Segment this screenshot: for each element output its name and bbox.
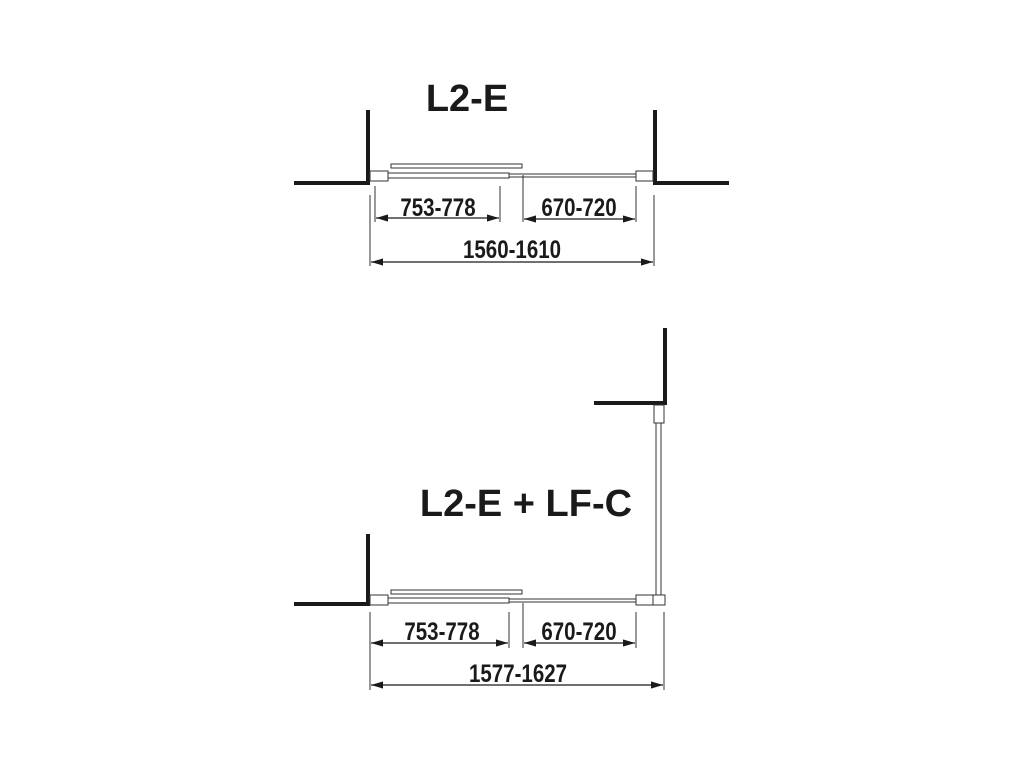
diagram-title: L2-E + LF-C bbox=[420, 483, 632, 525]
left-wall bbox=[294, 110, 370, 185]
fixed-panel bbox=[387, 172, 510, 179]
guide-rail bbox=[508, 598, 637, 603]
dimension-fixed-panel: 753-778 bbox=[404, 617, 479, 645]
dimension-fixed-panel: 753-778 bbox=[400, 193, 475, 221]
right-corner-wall bbox=[594, 328, 667, 405]
side-panel-lfc bbox=[655, 422, 662, 596]
dimension-total-width: 1577-1627 bbox=[469, 659, 567, 687]
wall-profile-top bbox=[653, 404, 665, 424]
dimension-door-opening: 670-720 bbox=[541, 617, 616, 645]
diagram-l2e: L2-E 753-778 670-720 1560- bbox=[294, 78, 729, 266]
diagram-l2e-lfc: L2-E + LF-C 753-778 bbox=[294, 328, 667, 690]
guide-rail bbox=[508, 173, 637, 178]
dimension-door-opening: 670-720 bbox=[541, 193, 616, 221]
fixed-panel bbox=[387, 597, 510, 604]
left-wall bbox=[294, 534, 370, 606]
sliding-door-panel bbox=[390, 589, 523, 595]
corner-profile bbox=[635, 594, 666, 606]
dimension-total-width: 1560-1610 bbox=[463, 235, 561, 263]
wall-profile-left bbox=[369, 594, 389, 606]
sliding-door-panel bbox=[390, 163, 523, 169]
wall-profile-right bbox=[635, 170, 654, 182]
right-wall bbox=[653, 110, 729, 185]
diagram-title: L2-E bbox=[426, 78, 508, 120]
wall-profile-left bbox=[369, 170, 389, 182]
